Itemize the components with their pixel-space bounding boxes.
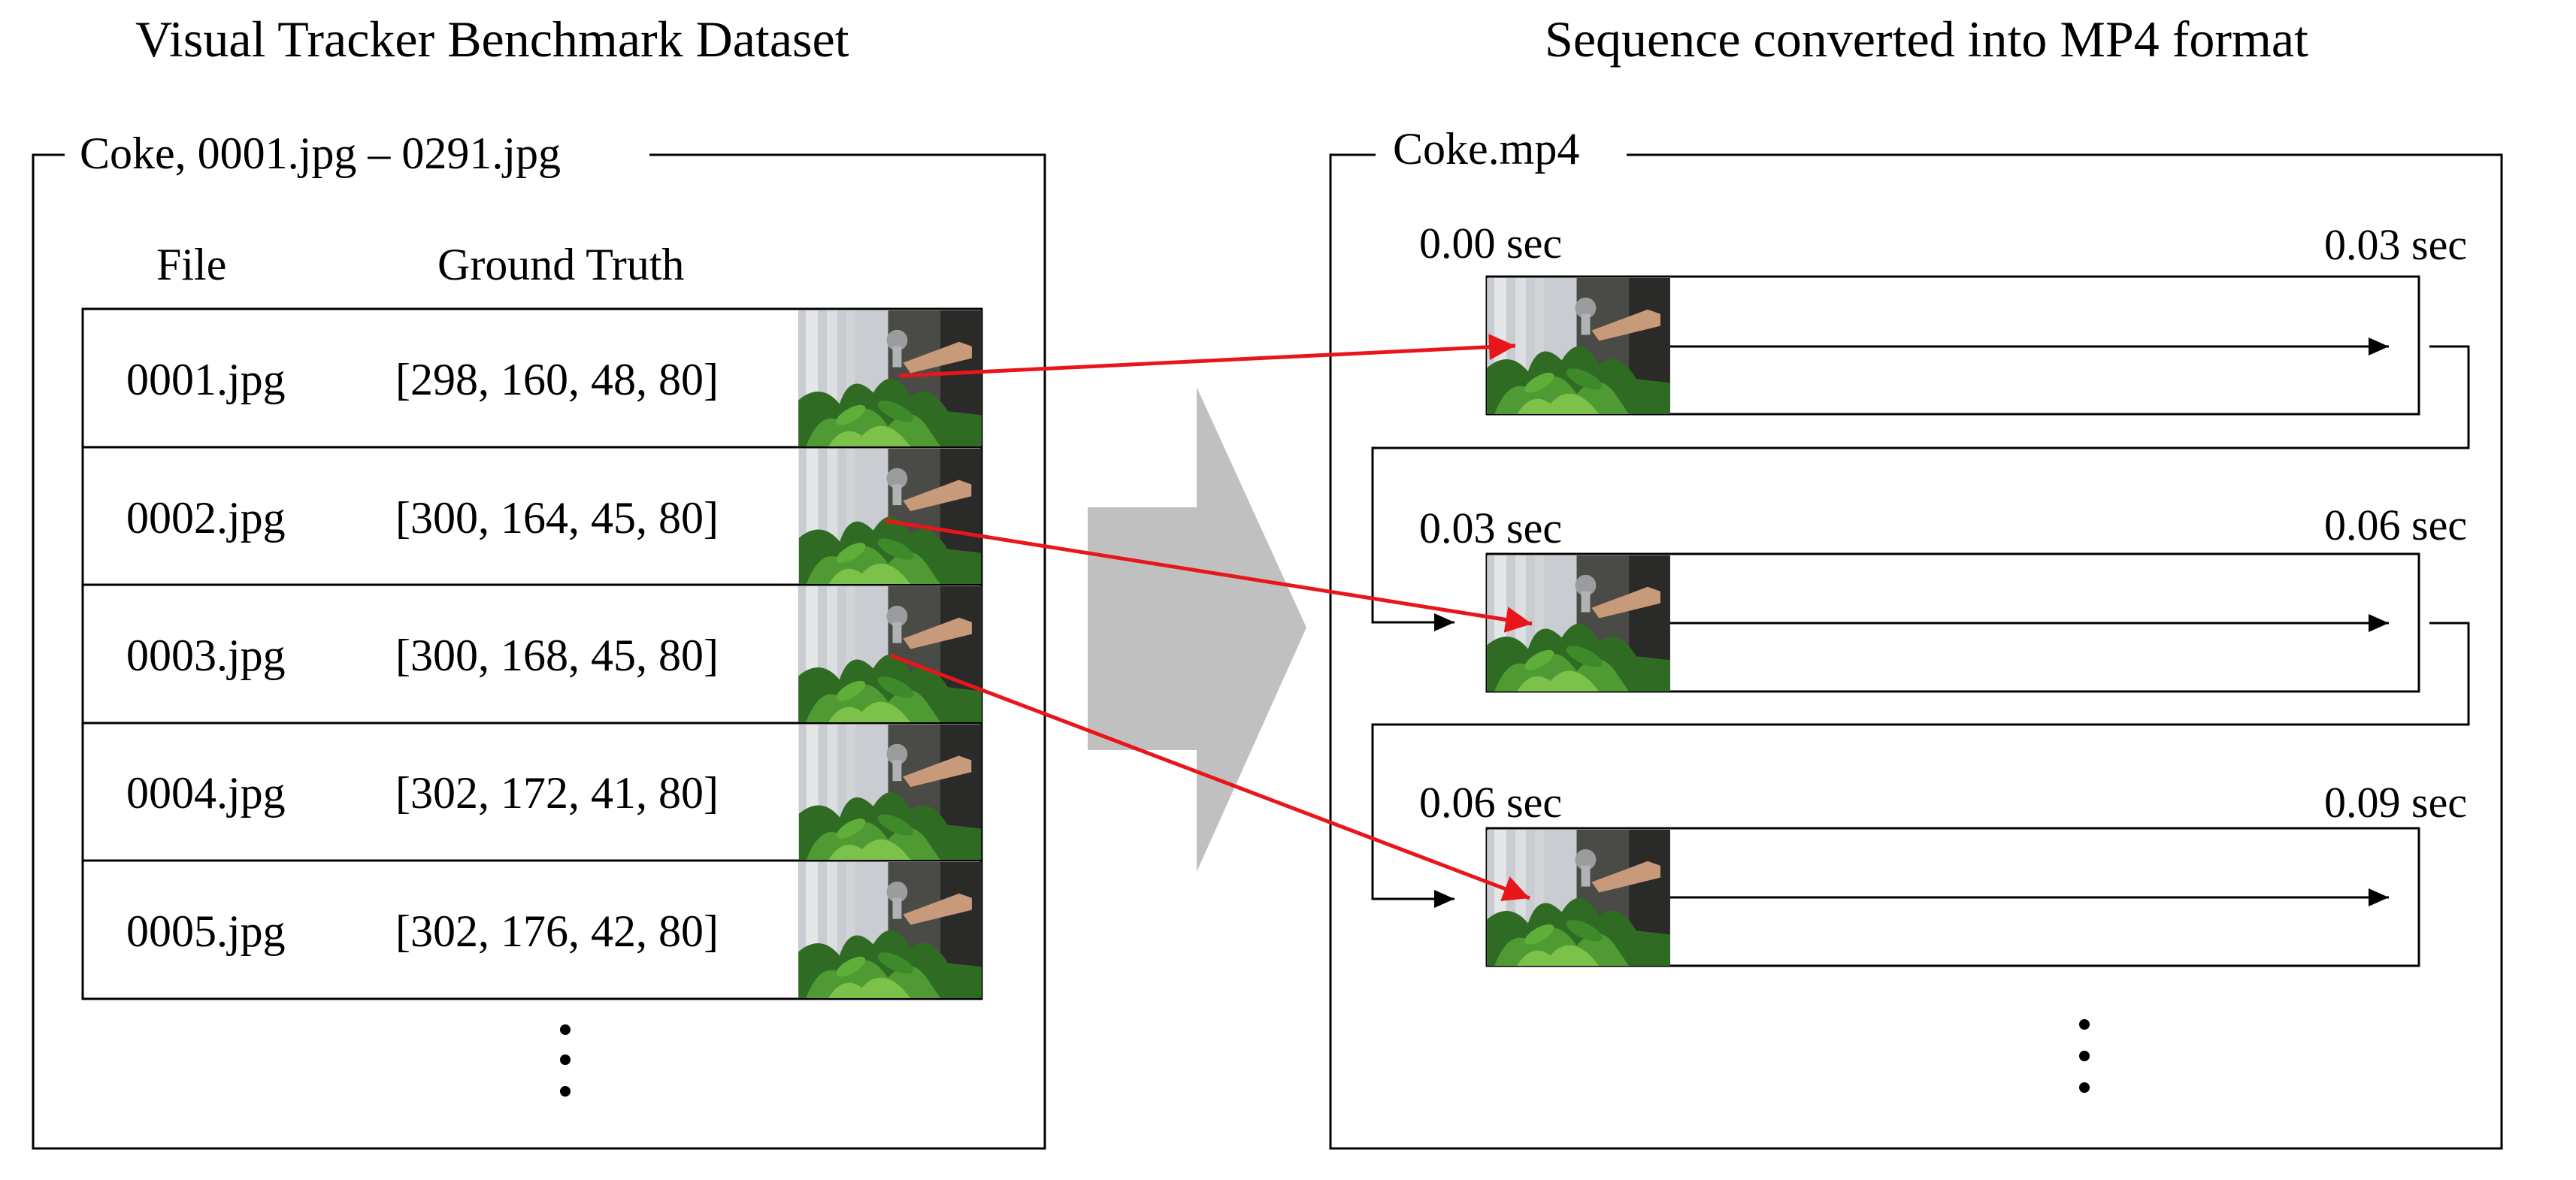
left-group-border — [32, 153, 1046, 1150]
coke-plant-photo-icon — [798, 449, 982, 584]
coke-plant-photo-icon — [798, 862, 982, 998]
row-ground-truth: [302, 172, 41, 80] — [395, 768, 719, 818]
left-panel-title: Visual Tracker Benchmark Dataset — [135, 11, 849, 68]
table-row: 0002.jpg [300, 164, 45, 80] — [126, 449, 982, 584]
coke-plant-photo-icon — [1487, 555, 1670, 691]
frame-start-time: 0.03 sec — [1419, 504, 1562, 552]
frame-end-time: 0.09 sec — [2324, 778, 2467, 827]
row-file: 0005.jpg — [126, 906, 286, 956]
frame-start-time: 0.00 sec — [1419, 219, 1562, 268]
table-row: 0003.jpg [300, 168, 45, 80] — [126, 586, 982, 722]
row-file: 0002.jpg — [126, 493, 286, 543]
table-row: 0004.jpg [302, 172, 41, 80] — [126, 725, 982, 860]
row-ground-truth: [302, 176, 42, 80] — [395, 906, 719, 956]
frame-connector — [1371, 622, 2470, 908]
frame-end-time: 0.06 sec — [2324, 501, 2467, 549]
vertical-ellipsis-right — [2079, 1019, 2090, 1093]
video-frame: 0.03 sec 0.06 sec — [1419, 501, 2467, 693]
coke-plant-photo-icon — [798, 725, 982, 860]
table-row: 0005.jpg [302, 176, 42, 80] — [126, 862, 982, 998]
frame-mapping-arrows — [885, 334, 1533, 901]
conversion-arrow-icon — [1088, 387, 1306, 872]
frame-start-time: 0.06 sec — [1419, 778, 1562, 827]
coke-plant-photo-icon — [798, 586, 982, 722]
right-group-label: Coke.mp4 — [1393, 124, 1579, 174]
row-ground-truth: [300, 168, 45, 80] — [395, 631, 719, 680]
row-ground-truth: [298, 160, 48, 80] — [395, 355, 719, 404]
coke-plant-photo-icon — [1487, 830, 1670, 966]
table-row: 0001.jpg [298, 160, 48, 80] — [126, 310, 982, 446]
mapping-arrow — [885, 519, 1533, 633]
frame-connector — [1371, 345, 2470, 631]
row-file: 0003.jpg — [126, 631, 286, 680]
left-group-label: Coke, 0001.jpg – 0291.jpg — [80, 129, 561, 178]
column-header-file: File — [156, 240, 226, 289]
row-ground-truth: [300, 164, 45, 80] — [395, 493, 719, 543]
vertical-ellipsis-left — [560, 1024, 571, 1097]
column-header-ground-truth: Ground Truth — [437, 240, 684, 289]
ground-truth-table: 0001.jpg [298, 160, 48, 80] 0002.jpg [30… — [81, 307, 983, 1000]
frame-end-time: 0.03 sec — [2324, 220, 2467, 269]
right-panel-title: Sequence converted into MP4 format — [1545, 11, 2308, 68]
right-group-border — [1329, 153, 2503, 1150]
video-frame: 0.00 sec 0.03 sec — [1419, 219, 2467, 416]
video-frame: 0.06 sec 0.09 sec — [1419, 778, 2467, 967]
mapping-arrow — [890, 653, 1530, 901]
row-file: 0001.jpg — [126, 355, 286, 404]
mapping-arrow — [898, 334, 1516, 378]
row-file: 0004.jpg — [126, 768, 286, 818]
coke-plant-photo-icon — [798, 310, 982, 446]
